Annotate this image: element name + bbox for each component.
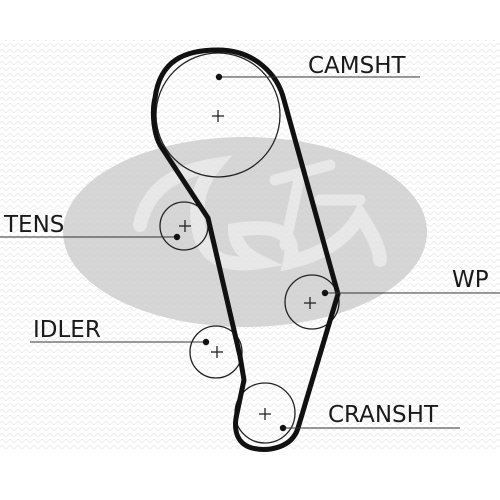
dot-icon <box>202 338 210 346</box>
logo-watermark <box>63 137 427 327</box>
plus-icon <box>259 408 271 420</box>
timing-belt <box>150 47 341 452</box>
idler-label: IDLER <box>33 317 101 343</box>
tensioner-label: TENS <box>3 212 64 238</box>
dot-icon <box>321 289 329 297</box>
plus-icon <box>211 346 223 358</box>
dot-icon <box>173 233 181 241</box>
plus-icon <box>179 220 191 232</box>
camshaft-pulley <box>155 52 281 178</box>
crankshaft-label: CRANSHT <box>328 402 439 428</box>
dot-icon <box>279 424 287 432</box>
dot-icon <box>215 73 223 81</box>
idler-pulley <box>189 325 243 379</box>
camshaft-label: CAMSHT <box>308 53 407 79</box>
water-pump-pulley <box>284 274 340 330</box>
plus-icon <box>304 297 316 309</box>
plus-icon <box>212 110 224 122</box>
water-pump-label: WP <box>452 267 489 293</box>
